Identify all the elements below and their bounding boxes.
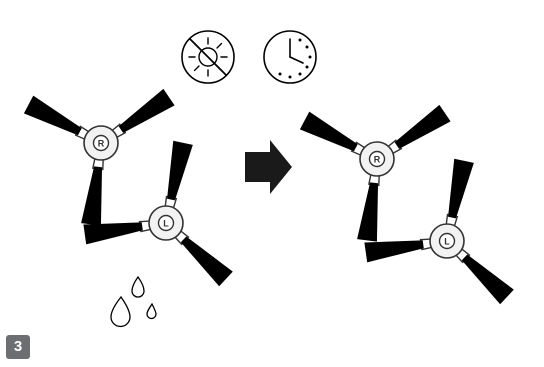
wait-time-clock-icon xyxy=(263,30,317,84)
left-side-brush-dry: L xyxy=(363,158,515,305)
right-side-brush-dry: R xyxy=(299,104,452,243)
left-side-brush-wet: L xyxy=(82,140,234,287)
brush-mark-l: L xyxy=(444,237,450,247)
step-number-badge: 3 xyxy=(6,335,30,359)
brush-mark-r: R xyxy=(98,139,105,149)
water-drops-icon xyxy=(110,275,157,328)
no-direct-sunlight-icon xyxy=(181,30,235,84)
brush-mark-r: R xyxy=(374,155,381,165)
right-side-brush-wet: R xyxy=(23,88,176,227)
right-arrow-icon xyxy=(245,140,292,194)
brush-mark-l: L xyxy=(163,219,169,229)
